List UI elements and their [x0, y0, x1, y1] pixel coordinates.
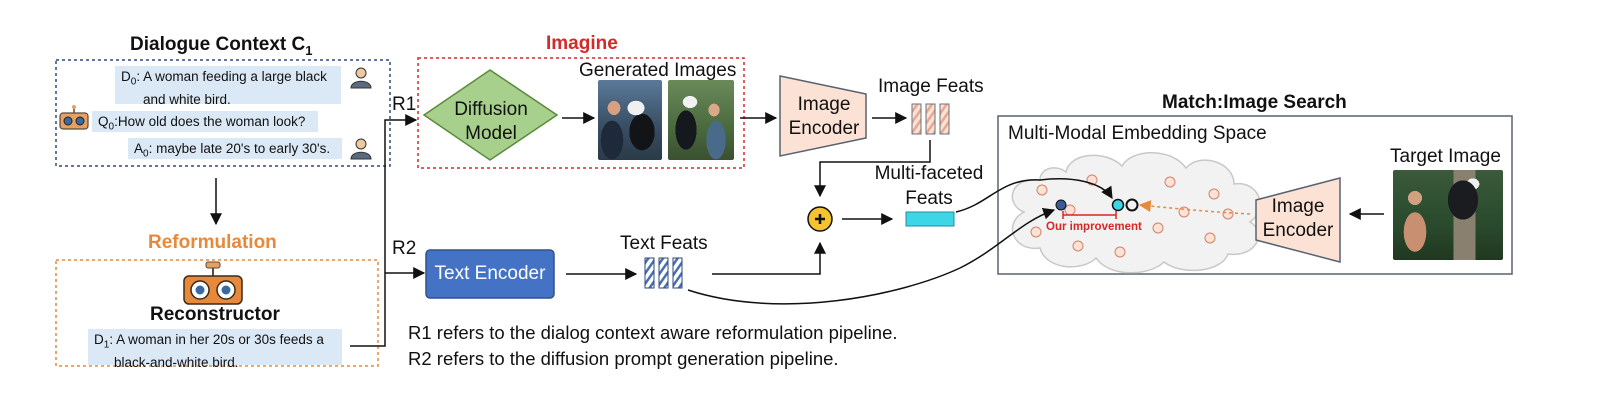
- reformulation-title: Reformulation: [148, 232, 277, 253]
- embedding-dot: [1030, 226, 1042, 238]
- embedding-dot: [1222, 208, 1234, 220]
- reconstructor-robot-icon: [183, 261, 243, 305]
- user-icon: [350, 138, 372, 160]
- target-image: [1393, 170, 1503, 260]
- text-feat-bar: [644, 257, 655, 289]
- embedding-dot: [1204, 232, 1216, 244]
- route-r2-label: R2: [392, 238, 417, 259]
- embedding-dot: [1072, 240, 1084, 252]
- reconstructor-label: Reconstructor: [150, 304, 280, 325]
- text-feats-label: Text Feats: [620, 233, 708, 254]
- dialogue-box: [55, 59, 391, 167]
- target-image-encoder-shape: [1255, 177, 1341, 263]
- imagine-title: Imagine: [546, 33, 618, 54]
- image-feat-bar: [939, 103, 950, 135]
- improvement-label: Our improvement: [1046, 221, 1142, 233]
- text-query-point: [1055, 199, 1067, 211]
- embedding-dot: [1208, 188, 1220, 200]
- image-feats-label: Image Feats: [878, 76, 984, 97]
- text-encoder-label: Text Encoder: [434, 263, 546, 284]
- embedding-dot: [1152, 222, 1164, 234]
- embedding-space-label: Multi-Modal Embedding Space: [1008, 123, 1267, 144]
- image-encoder-shape: [779, 75, 867, 157]
- dialogue-turn-a0: A0: maybe late 20's to early 30's.: [128, 138, 342, 160]
- embedding-dot: [1064, 204, 1076, 216]
- text-feat-bar: [658, 257, 669, 289]
- match-title: Match:Image Search: [1162, 92, 1347, 113]
- image-feat-bar: [911, 103, 922, 135]
- multi-faceted-feat-bar: [905, 211, 955, 227]
- fused-query-point: [1111, 198, 1125, 212]
- image-feat-bar: [925, 103, 936, 135]
- generated-images-label: Generated Images: [579, 60, 737, 81]
- target-point: [1125, 198, 1139, 212]
- target-image-encoder-label: Image Encoder: [1262, 196, 1334, 241]
- dialogue-title: Dialogue Context C1: [130, 34, 313, 58]
- reformulation-box: [55, 259, 379, 367]
- reformulated-query: D1: A woman in her 20s or 30s feeds a bl…: [88, 329, 342, 370]
- diffusion-model-diamond: [422, 69, 559, 161]
- user-icon: [350, 67, 372, 89]
- text-feat-bar: [672, 257, 683, 289]
- text-encoder-box: [425, 249, 555, 299]
- diffusion-model-label: Diffusion Model: [454, 99, 528, 144]
- route-r1-label: R1: [392, 94, 417, 115]
- target-image-label: Target Image: [1390, 146, 1501, 167]
- dialogue-turn-q0: Q0:How old does the woman look?: [92, 111, 318, 133]
- imagine-box: [417, 57, 745, 169]
- note-r2: R2 refers to the diffusion prompt genera…: [408, 348, 839, 369]
- generated-image-1: [598, 80, 662, 160]
- robot-icon: [59, 105, 89, 130]
- multi-faceted-feats-label: Multi-faceted Feats: [874, 163, 984, 209]
- generated-image-2: [668, 80, 734, 160]
- dialogue-turn-d0: D0: A woman feeding a large black and wh…: [115, 66, 341, 107]
- route-line: [350, 114, 418, 347]
- note-r1: R1 refers to the dialog context aware re…: [408, 322, 898, 343]
- embedding-dot: [1036, 184, 1048, 196]
- embedding-dot: [1164, 176, 1176, 188]
- image-encoder-label: Image Encoder: [788, 94, 860, 139]
- embedding-dot: [1114, 246, 1126, 258]
